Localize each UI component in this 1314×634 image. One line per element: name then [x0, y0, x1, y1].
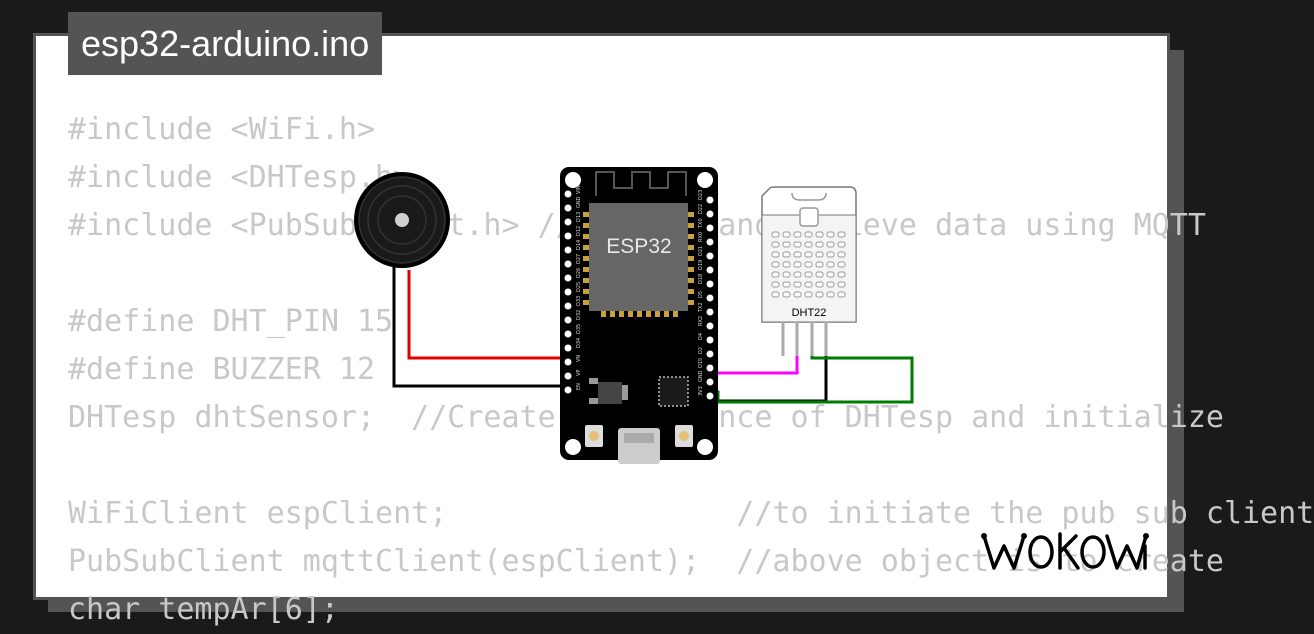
pin-left-vp[interactable]	[564, 372, 572, 380]
pin-label: D21	[698, 246, 704, 256]
pin-label: GND	[576, 196, 582, 208]
esp32-pins: ENVPVND34D35D32D33D25D26D27D14D12D13GNDV…	[564, 185, 714, 400]
pin-label: RX0	[698, 232, 704, 242]
pin-right-3v3[interactable]	[706, 392, 714, 400]
pin-label: RX2	[698, 316, 704, 326]
pin-left-d25[interactable]	[564, 288, 572, 296]
wire-magenta[interactable]	[710, 356, 799, 375]
pin-right-tx2[interactable]	[706, 308, 714, 316]
pin-label: D25	[576, 282, 582, 292]
pin-label: D18	[698, 274, 704, 284]
pin-label: TX2	[698, 302, 704, 313]
pin-right-gnd[interactable]	[706, 378, 714, 386]
pin-label: D2	[698, 347, 704, 354]
pin-label: D23	[698, 190, 704, 200]
pin-right-d22[interactable]	[706, 210, 714, 218]
pin-right-d15[interactable]	[706, 364, 714, 372]
pin-label: D32	[576, 310, 582, 320]
buzzer[interactable]	[354, 172, 450, 268]
pin-right-rx2[interactable]	[706, 322, 714, 330]
pin-label: D13	[576, 212, 582, 222]
pin-right-d5[interactable]	[706, 294, 714, 302]
dht22-sensor[interactable]: DHT22	[761, 186, 857, 356]
pin-label: D27	[576, 254, 582, 264]
pin-right-d23[interactable]	[706, 196, 714, 204]
pin-label: D5	[698, 291, 704, 298]
pin-label: D22	[698, 204, 704, 214]
esp32-label: ESP32	[606, 235, 671, 258]
pin-left-d34[interactable]	[564, 344, 572, 352]
pin-left-d35[interactable]	[564, 330, 572, 338]
pin-right-d19[interactable]	[706, 266, 714, 274]
pin-left-gnd[interactable]	[564, 204, 572, 212]
pin-left-vn[interactable]	[564, 358, 572, 366]
pin-left-d27[interactable]	[564, 260, 572, 268]
pin-left-d26[interactable]	[564, 274, 572, 282]
pin-right-d2[interactable]	[706, 350, 714, 358]
project-filename[interactable]: esp32-arduino.ino	[68, 12, 383, 75]
wire-red[interactable]	[407, 270, 568, 360]
pin-label: VN	[576, 355, 582, 362]
pin-label: D12	[576, 226, 582, 236]
pin-label: EN	[576, 383, 582, 390]
pin-label: D19	[698, 260, 704, 270]
esp32-board[interactable]: ESP32 ENVPVND34D35D32D33D25D26D27D14D12D…	[560, 167, 718, 464]
pin-label: TX0	[698, 218, 704, 229]
pin-label: VP	[576, 370, 582, 376]
code-line: #include <WiFi.h>	[68, 112, 376, 147]
wire-black-buzzer[interactable]	[392, 265, 568, 388]
code-line: #define BUZZER 12	[68, 352, 376, 387]
code-line: WiFiClient espClient; //to initiate the …	[68, 496, 1314, 531]
pin-left-en[interactable]	[564, 386, 572, 394]
pin-left-d33[interactable]	[564, 302, 572, 310]
circuit-diagram: ESP32 ENVPVND34D35D32D33D25D26D27D14D12D…	[354, 167, 914, 464]
dht22-label: DHT22	[792, 307, 827, 319]
pin-label: D35	[576, 324, 582, 334]
pin-label: D33	[576, 296, 582, 306]
pin-label: GND	[698, 370, 704, 382]
code-preview: #include <WiFi.h>#include <DHTesp.h>#inc…	[68, 106, 1314, 634]
pin-label: D26	[576, 268, 582, 278]
code-line: char tempAr[6];	[68, 592, 339, 627]
wire-black-dht[interactable]	[710, 356, 828, 403]
pin-right-d21[interactable]	[706, 252, 714, 260]
pin-left-d13[interactable]	[564, 218, 572, 226]
esp32-module	[589, 203, 688, 311]
pin-left-vin[interactable]	[564, 190, 572, 198]
usb-chip	[658, 376, 689, 407]
pin-label: VIN	[576, 185, 582, 194]
regulator	[598, 382, 622, 404]
module-pads	[583, 212, 694, 317]
pin-label: D14	[576, 240, 582, 250]
wire-green[interactable]	[710, 356, 914, 404]
pin-left-d14[interactable]	[564, 246, 572, 254]
code-line: #define DHT_PIN 15	[68, 304, 394, 339]
dht22-grille	[771, 231, 846, 298]
pin-right-d4[interactable]	[706, 336, 714, 344]
wokwi-logo[interactable]	[980, 528, 1149, 574]
pin-label: D4	[698, 333, 704, 340]
pin-right-rx0[interactable]	[706, 238, 714, 246]
pin-label: D34	[576, 338, 582, 348]
pin-label: D15	[698, 358, 704, 368]
pin-right-tx0[interactable]	[706, 224, 714, 232]
pin-left-d12[interactable]	[564, 232, 572, 240]
pin-right-d18[interactable]	[706, 280, 714, 288]
pin-left-d32[interactable]	[564, 316, 572, 324]
pin-label: 3V3	[698, 386, 704, 396]
